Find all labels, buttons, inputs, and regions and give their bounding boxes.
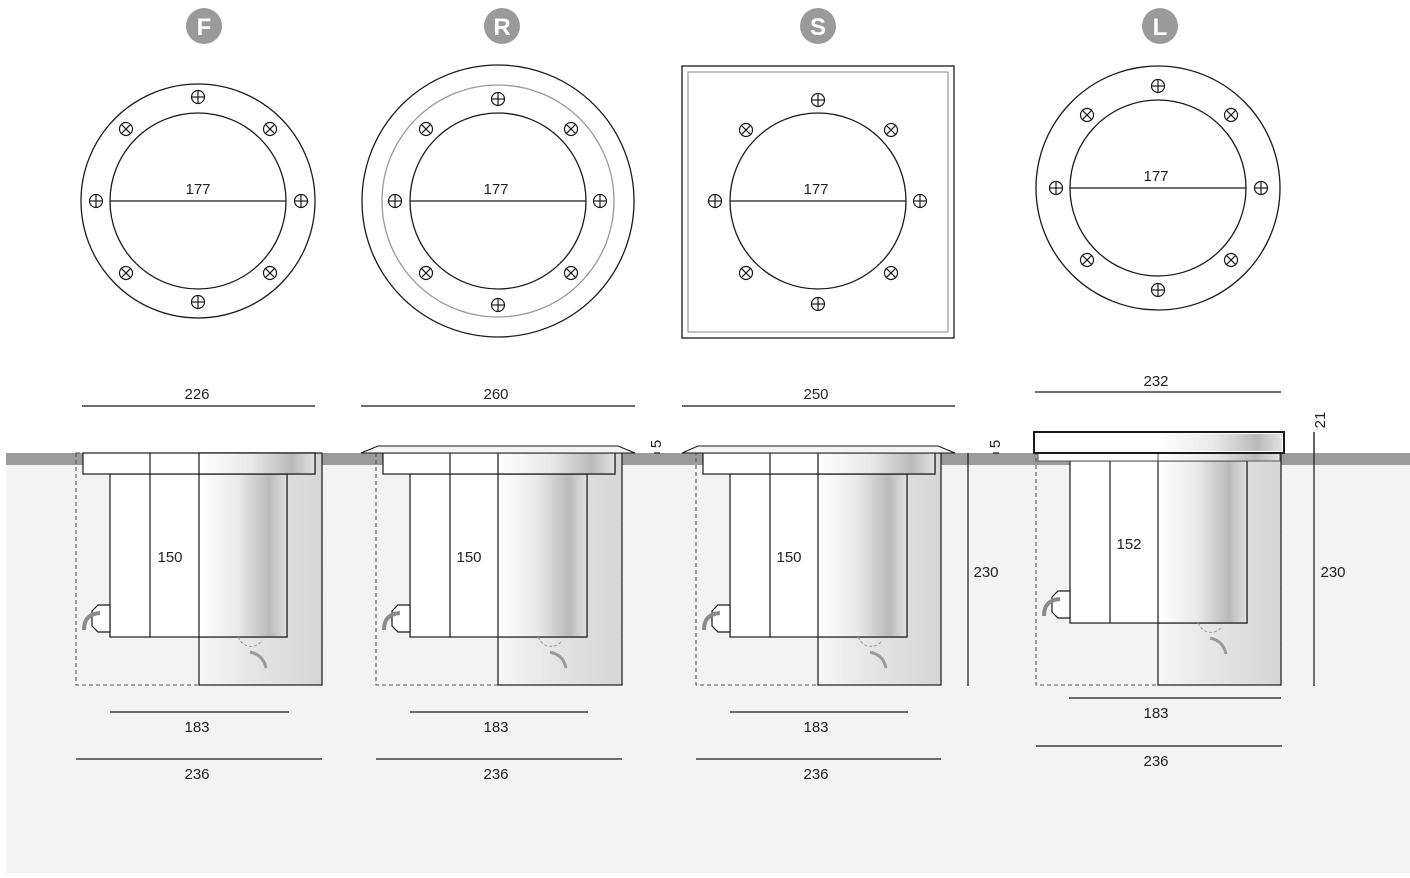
screw-icon <box>262 121 278 137</box>
plan-view-f: 177 <box>80 83 316 319</box>
screw-icon <box>1253 180 1269 196</box>
screw-icon <box>810 296 826 312</box>
total-width-label: 236 <box>1143 753 1168 770</box>
plan-view-l: 177 <box>1035 65 1281 311</box>
protrusion-label: 5 <box>987 440 1004 448</box>
badge-f-letter: F <box>197 14 212 41</box>
body-width-label: 183 <box>483 719 508 736</box>
screw-icon <box>262 265 278 281</box>
screw-icon <box>738 265 754 281</box>
total-width-label: 236 <box>184 766 209 783</box>
screw-icon <box>1150 282 1166 298</box>
plan-diameter-label: 177 <box>1143 168 1168 185</box>
screw-icon <box>1150 78 1166 94</box>
screw-icon <box>1079 252 1095 268</box>
badge-s: S <box>800 8 836 44</box>
badge-r-letter: R <box>493 14 510 41</box>
screw-icon <box>418 121 434 137</box>
badge-l: L <box>1142 8 1178 44</box>
section-view-l: 232 152 21 230 183 236 <box>1033 373 1346 770</box>
total-depth-label: 230 <box>1320 564 1345 581</box>
body-width-label: 183 <box>184 719 209 736</box>
screw-icon <box>810 92 826 108</box>
badge-f: F <box>186 8 222 44</box>
screw-icon <box>563 121 579 137</box>
plan-view-s: 177 <box>681 65 955 339</box>
flange-width-label: 232 <box>1143 373 1168 390</box>
screw-icon <box>387 193 403 209</box>
screw-icon <box>1223 252 1239 268</box>
screw-icon <box>563 265 579 281</box>
flange-width-label: 260 <box>483 386 508 403</box>
screw-icon <box>118 265 134 281</box>
section-view-s: 250 150 230 5 183 236 <box>681 386 1004 783</box>
section-view-f: 226 150 183 236 <box>75 386 323 783</box>
screw-icon <box>707 193 723 209</box>
body-height-label: 150 <box>157 549 182 566</box>
flange-width-label: 226 <box>184 386 209 403</box>
screw-icon <box>1079 107 1095 123</box>
body-height-label: 152 <box>1116 536 1141 553</box>
section-view-r: 260 150 5 183 236 <box>360 386 665 783</box>
screw-icon <box>1048 180 1064 196</box>
screw-icon <box>883 265 899 281</box>
badge-l-letter: L <box>1153 14 1168 41</box>
screw-icon <box>738 122 754 138</box>
body-height-label: 150 <box>456 549 481 566</box>
screw-icon <box>1223 107 1239 123</box>
badge-s-letter: S <box>810 14 826 41</box>
screw-icon <box>293 193 309 209</box>
body-height-label: 150 <box>776 549 801 566</box>
screw-icon <box>118 121 134 137</box>
screw-icon <box>883 122 899 138</box>
total-width-label: 236 <box>483 766 508 783</box>
plan-diameter-label: 177 <box>185 181 210 198</box>
screw-icon <box>912 193 928 209</box>
protrusion-label: 21 <box>1312 412 1329 429</box>
plan-diameter-label: 177 <box>483 181 508 198</box>
badge-r: R <box>484 8 520 44</box>
screw-icon <box>88 193 104 209</box>
flange-width-label: 250 <box>803 386 828 403</box>
body-width-label: 183 <box>803 719 828 736</box>
screw-icon <box>592 193 608 209</box>
screw-icon <box>418 265 434 281</box>
protrusion-label: 5 <box>648 440 665 448</box>
screw-icon <box>490 91 506 107</box>
plan-view-r: 177 <box>361 64 635 338</box>
body-width-label: 183 <box>1143 705 1168 722</box>
total-depth-label: 230 <box>973 564 998 581</box>
plan-diameter-label: 177 <box>803 181 828 198</box>
screw-icon <box>190 89 206 105</box>
screw-icon <box>190 294 206 310</box>
screw-icon <box>490 297 506 313</box>
total-width-label: 236 <box>803 766 828 783</box>
